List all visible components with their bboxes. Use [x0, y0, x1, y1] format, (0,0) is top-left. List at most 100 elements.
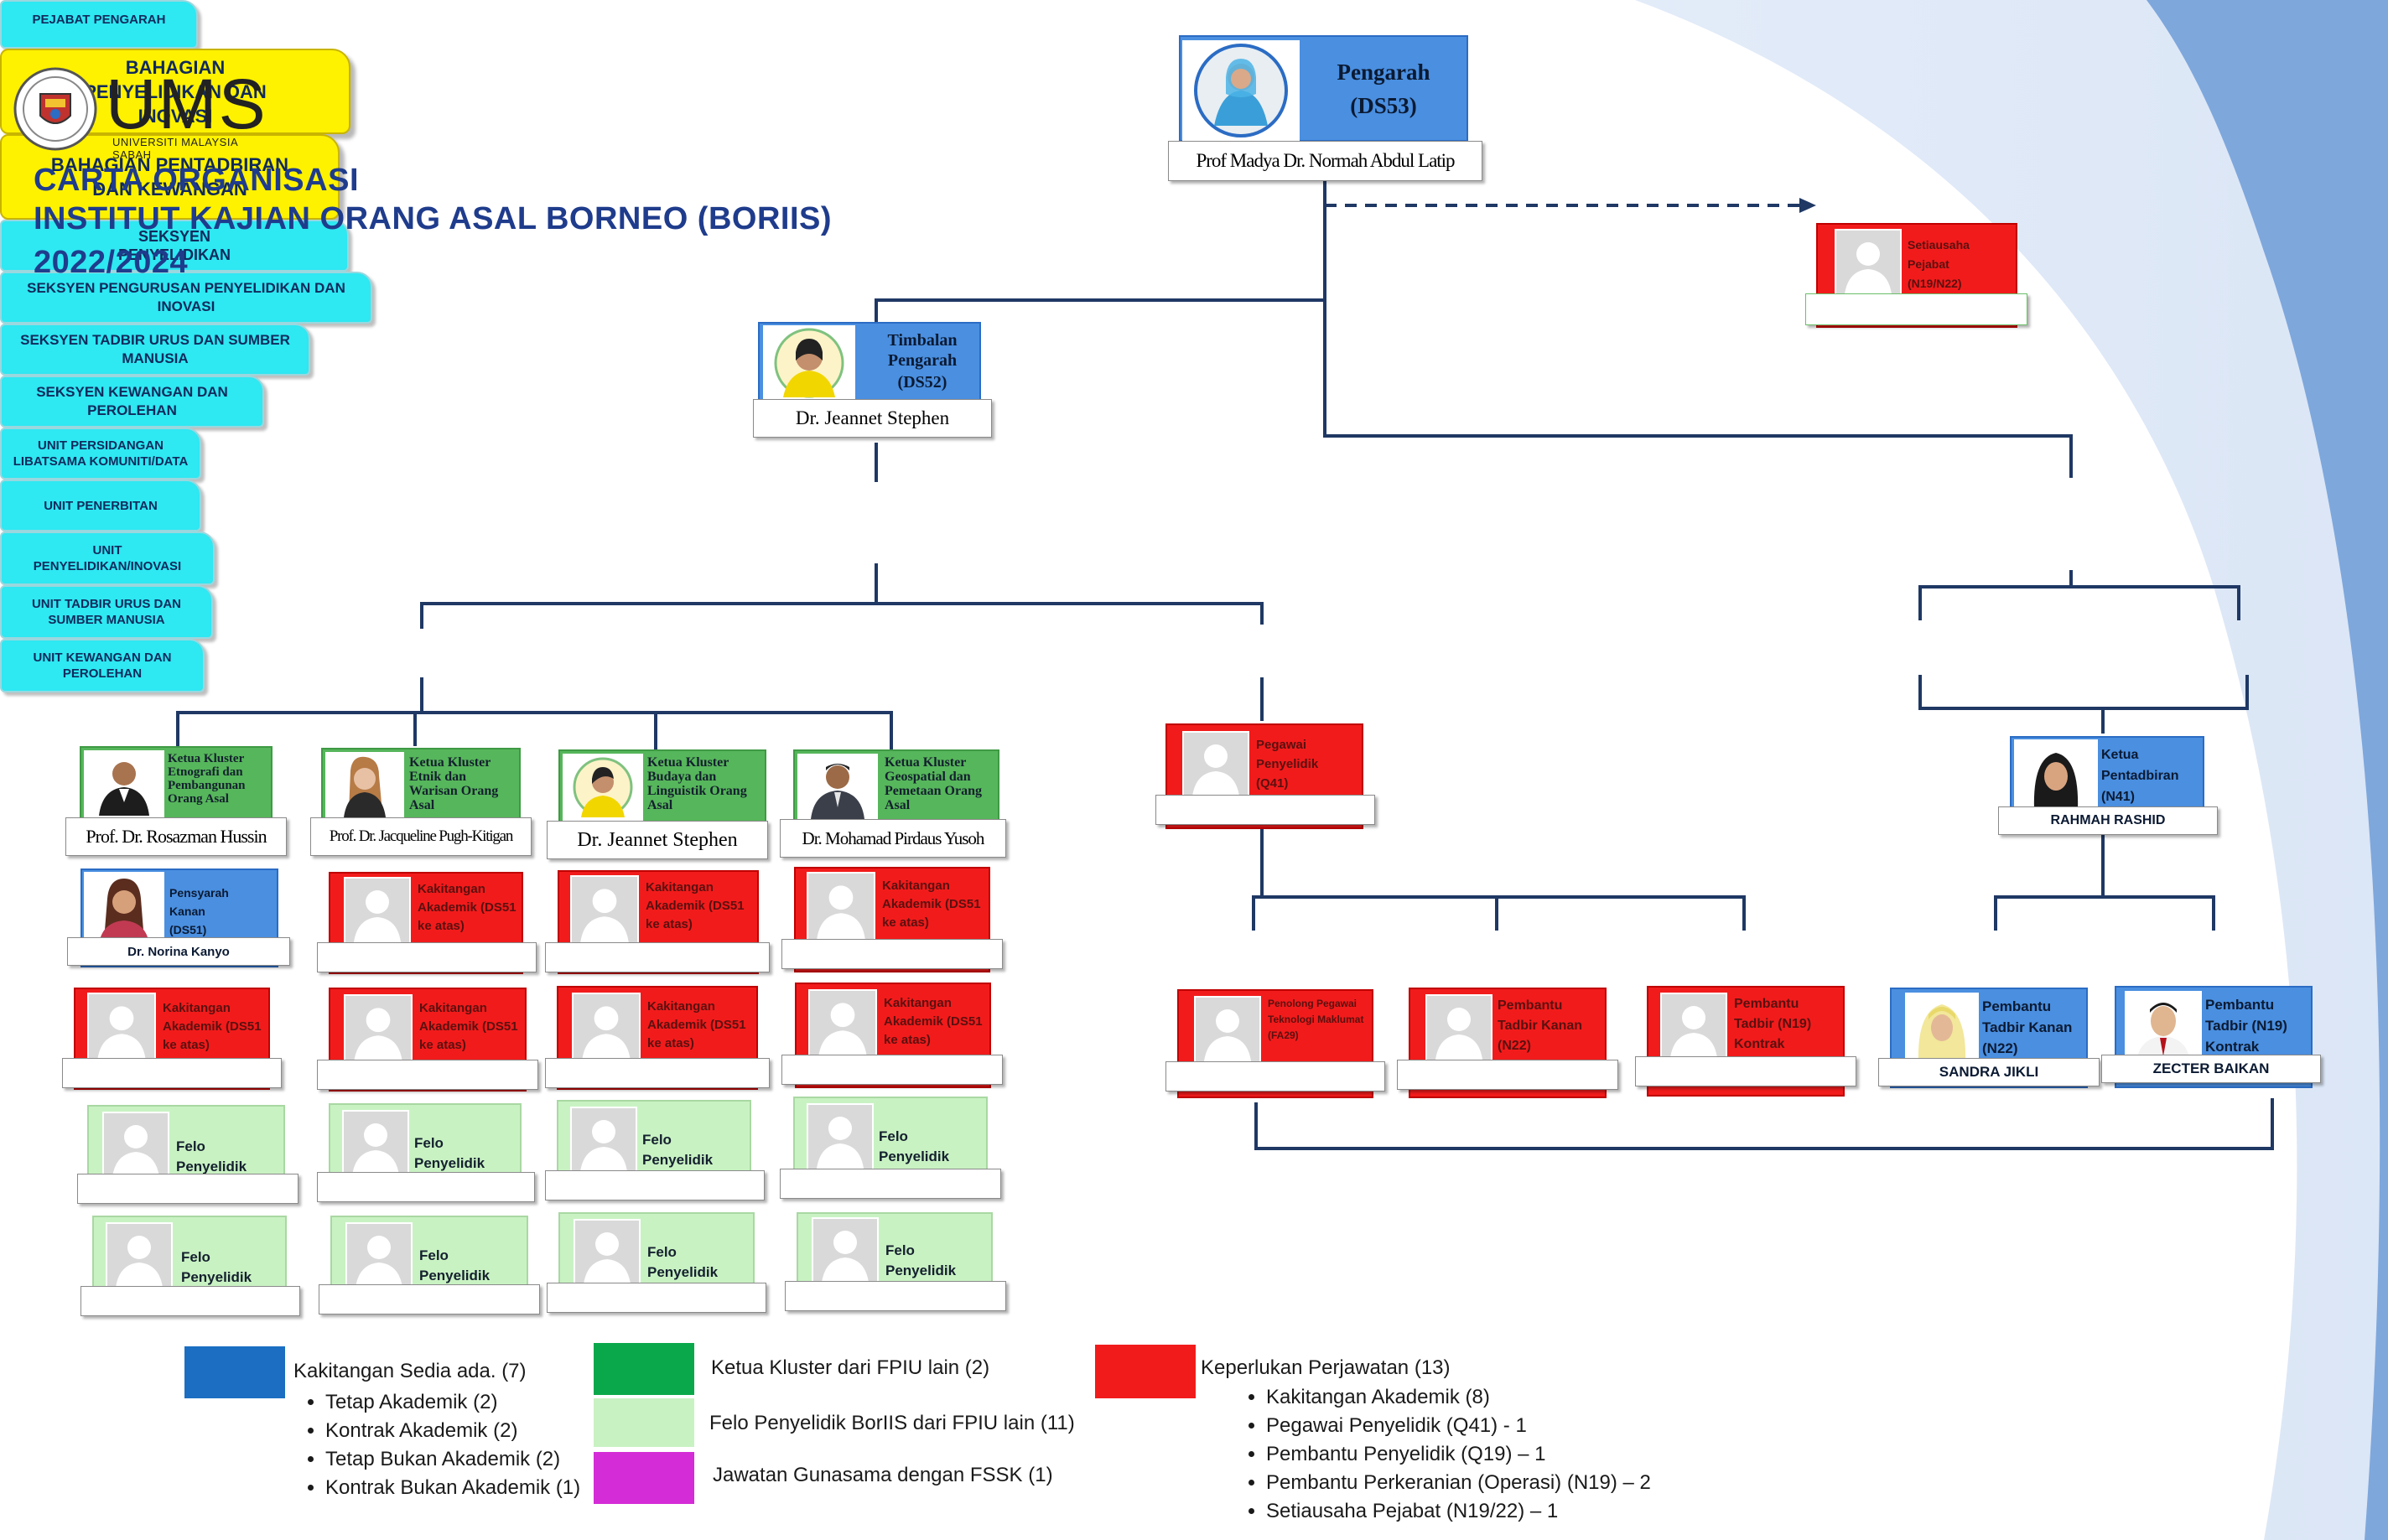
page-title-line1: CARTA ORGANISASI	[34, 163, 359, 198]
academic-role: Kakitangan Akademik (DS51 ke atas)	[419, 1001, 518, 1052]
legend-joint: Jawatan Gunasama dengan FSSK (1)	[713, 1464, 1053, 1486]
cluster-photo-4	[797, 754, 878, 821]
unit-namebar-3	[1635, 1056, 1856, 1086]
placeholder-avatar-icon	[808, 989, 877, 1058]
deputy-photo	[763, 325, 855, 401]
legend-needs-list: Kakitangan Akademik (8) Pegawai Penyelid…	[1248, 1383, 1651, 1526]
unit-name-5: ZECTER BAIKAN	[2101, 1055, 2321, 1083]
placeholder-avatar-icon	[807, 1103, 874, 1170]
legend-existing-item: Kontrak Akademik (2)	[325, 1417, 580, 1445]
unit-namebar-1	[1165, 1061, 1385, 1091]
legend-existing-list: Tetap Akademik (2) Kontrak Akademik (2) …	[307, 1388, 580, 1502]
academic-role: Kakitangan Akademik (DS51 ke atas)	[163, 1001, 262, 1052]
cluster-role-3: Ketua Kluster Budaya dan Linguistik Oran…	[647, 755, 747, 812]
dashed-arrow-head	[1799, 198, 1816, 213]
deputy-title: Timbalan Pengarah	[887, 331, 958, 370]
cluster-photo-3	[563, 754, 643, 821]
division-admin: BAHAGIAN PENTADBIRAN DAN KEWANGAN	[0, 134, 340, 220]
logo-wordmark: UMS	[106, 65, 267, 143]
cluster-role-1: Ketua Kluster Etnografi dan Pembangunan …	[168, 752, 246, 806]
fellow-role: Felo Penyelidik	[879, 1128, 950, 1164]
unit-role-5: Pembantu Tadbir (N19) Kontrak	[2205, 997, 2287, 1055]
unit-label-1: UNIT PERSIDANGAN LIBATSAMA KOMUNITI/DATA	[0, 428, 201, 480]
legend-needs-item: Setiausaha Pejabat (N19/22) – 1	[1266, 1497, 1651, 1526]
legend-needs-item: Pembantu Penyelidik (Q19) – 1	[1266, 1440, 1651, 1469]
placeholder-avatar-icon	[1425, 994, 1492, 1061]
fellow-role: Felo Penyelidik	[414, 1135, 485, 1171]
fellow-namebar	[77, 1174, 298, 1204]
admin-head-role: Ketua Pentadbiran (N41)	[2101, 748, 2179, 804]
placeholder-avatar-icon	[344, 994, 413, 1063]
academic-namebar	[317, 1060, 538, 1090]
office-secretary-role: Setiausaha Pejabat (N19/N22)	[1908, 238, 1970, 290]
unit-label-5: UNIT KEWANGAN DAN PEROLEHAN	[0, 639, 205, 692]
legend-fellow: Felo Penyelidik BorIIS dari FPIU lain (1…	[709, 1412, 1075, 1434]
legend-existing-item: Tetap Bukan Akademik (2)	[325, 1445, 580, 1474]
fellow-role: Felo Penyelidik	[181, 1249, 252, 1285]
placeholder-avatar-icon	[807, 872, 875, 941]
unit-label-4: UNIT TADBIR URUS DAN SUMBER MANUSIA	[0, 585, 213, 639]
fellow-role: Felo Penyelidik	[642, 1132, 714, 1168]
cluster-role-2: Ketua Kluster Etnik dan Warisan Orang As…	[409, 755, 499, 812]
deputy-grade: (DS52)	[897, 373, 947, 391]
academic-namebar	[62, 1058, 282, 1088]
legend-swatch-magenta	[594, 1452, 694, 1504]
director-grade: (DS53)	[1350, 93, 1417, 118]
fellow-namebar	[317, 1172, 535, 1202]
legend-swatch-blue	[184, 1346, 285, 1398]
page-title-line3: 2022/2024	[34, 245, 189, 280]
placeholder-avatar-icon	[812, 1217, 879, 1284]
office-secretary-namebar	[1805, 293, 2027, 325]
section-tadbir: SEKSYEN TADBIR URUS DAN SUMBER MANUSIA	[0, 324, 310, 376]
director-name: Prof Madya Dr. Normah Abdul Latip	[1168, 141, 1482, 181]
legend-needs-item: Pembantu Perkeranian (Operasi) (N19) – 2	[1266, 1469, 1651, 1497]
academic-namebar	[781, 939, 1003, 969]
legend-needs-item: Pegawai Penyelidik (Q41) - 1	[1266, 1412, 1651, 1440]
fellow-role: Felo Penyelidik	[176, 1138, 247, 1174]
fellow-namebar	[80, 1286, 300, 1316]
fellow-namebar	[547, 1283, 766, 1313]
cluster-photo-2	[325, 752, 404, 819]
legend-needs-item: Kakitangan Akademik (8)	[1266, 1383, 1651, 1412]
legend-swatch-light-green	[594, 1398, 694, 1447]
placeholder-avatar-icon	[87, 993, 156, 1061]
legend-needs: Keperlukan Perjawatan (13)	[1201, 1356, 1451, 1379]
unit-photo-4	[1905, 993, 1979, 1065]
academic-namebar	[545, 1058, 770, 1088]
cluster-name-2: Prof. Dr. Jacqueline Pugh-Kitigan	[310, 817, 532, 856]
legend-existing: Kakitangan Sedia ada. (7)	[293, 1360, 527, 1382]
admin-head-photo	[2014, 739, 2098, 811]
unit-role-3: Pembantu Tadbir (N19) Kontrak	[1734, 997, 1812, 1051]
director-photo	[1182, 40, 1300, 141]
cluster-role-4: Ketua Kluster Geospatial dan Pemetaan Or…	[885, 755, 982, 812]
logo-subtitle: UNIVERSITI MALAYSIA SABAH	[112, 136, 238, 161]
legend-cluster-head: Ketua Kluster dari FPIU lain (2)	[711, 1356, 990, 1379]
fellow-role: Felo Penyelidik	[419, 1247, 491, 1283]
placeholder-avatar-icon	[342, 1110, 409, 1177]
section-kewangan: SEKSYEN KEWANGAN DAN PEROLEHAN	[0, 376, 264, 428]
unit-role-1: Penolong Pegawai Teknologi Maklumat (FA2…	[1268, 998, 1364, 1041]
fellow-role: Felo Penyelidik	[647, 1244, 719, 1280]
legend-existing-item: Kontrak Bukan Akademik (1)	[325, 1474, 580, 1502]
academic-role: Kakitangan Akademik (DS51 ke atas)	[418, 882, 517, 933]
unit-label-2: UNIT PENERBITAN	[0, 480, 201, 531]
fellow-role: Felo Penyelidik	[885, 1242, 957, 1278]
office-label: PEJABAT PENGARAH	[0, 0, 198, 49]
academic-role: Kakitangan Akademik (DS51 ke atas)	[882, 879, 981, 930]
academic-namebar	[545, 942, 770, 972]
academic-role: Kakitangan Akademik (DS51 ke atas)	[647, 999, 746, 1050]
placeholder-avatar-icon	[344, 877, 411, 944]
placeholder-avatar-icon	[1182, 731, 1249, 798]
unit-name-4: SANDRA JIKLI	[1878, 1058, 2100, 1086]
unit-namebar-2	[1397, 1060, 1618, 1090]
placeholder-avatar-icon	[102, 1112, 169, 1179]
unit-label-3: UNIT PENYELIDIKAN/INOVASI	[0, 531, 215, 585]
senior-lecturer-role: Pensyarah Kanan (DS51)	[169, 886, 229, 936]
placeholder-avatar-icon	[1194, 996, 1261, 1063]
academic-namebar	[781, 1055, 1003, 1085]
placeholder-avatar-icon	[106, 1222, 173, 1289]
unit-photo-5	[2125, 991, 2202, 1063]
academic-role: Kakitangan Akademik (DS51 ke atas)	[884, 996, 983, 1047]
